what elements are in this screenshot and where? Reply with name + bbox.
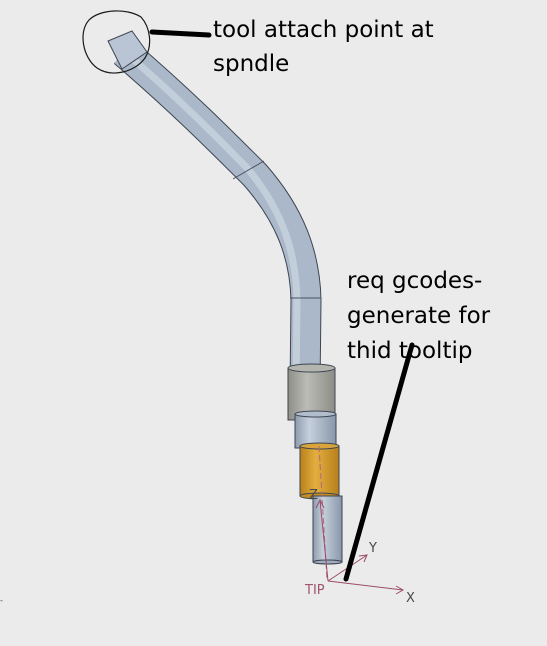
gcode-request-note-line-3: thid tooltip [347, 338, 473, 364]
z-axis-line [319, 499, 329, 582]
x-axis-label: X [406, 591, 415, 606]
gcode-request-note-line-2: generate for [347, 303, 491, 329]
attach-point-pointer-line [149, 29, 212, 38]
attach-point-note-line-2: spndle [213, 51, 290, 77]
z-axis-label: Z [309, 488, 318, 503]
shaft-seam-line [232, 160, 265, 180]
x-axis-arrow [395, 585, 405, 595]
x-axis-line [327, 580, 404, 591]
tool-tip-shaft [312, 495, 343, 565]
y-axis-arrow [358, 554, 368, 563]
tool-collet-orange [299, 442, 340, 500]
y-axis-label: Y [368, 541, 377, 556]
tip-origin-label: TIP [304, 583, 325, 598]
attach-point-circle [82, 10, 151, 74]
tooltip-pointer-line [343, 342, 415, 582]
attach-point-note-line-1: tool attach point at [213, 17, 434, 43]
tool-lower-sleeve [294, 410, 337, 449]
shaft-end-cap [107, 30, 148, 70]
edge-mark: - [0, 596, 3, 605]
z-axis-arrow [315, 498, 325, 509]
tool-shaft [107, 30, 322, 391]
gcode-request-note-line-1: req gcodes- [347, 268, 483, 294]
